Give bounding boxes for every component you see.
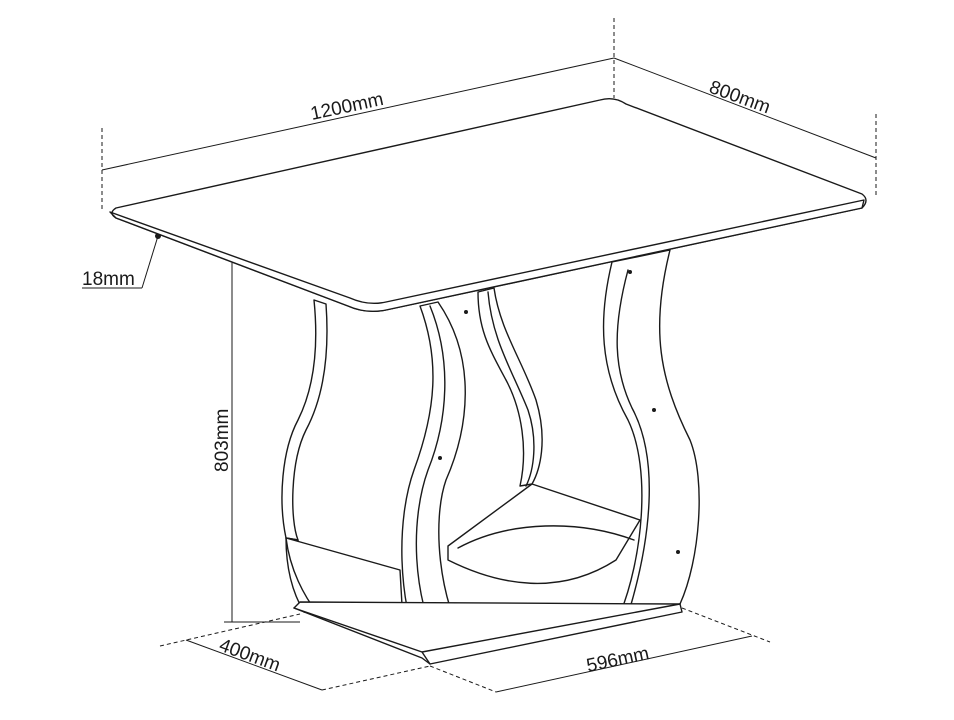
front-leg — [401, 301, 469, 653]
dimension-line-596 — [495, 635, 753, 693]
rear-leg-center — [477, 287, 543, 487]
label-1200mm: 1200mm — [309, 89, 386, 125]
rear-leg-right — [602, 249, 700, 615]
label-803mm: 803mm — [212, 409, 233, 472]
dimension-18-group: 18mm — [82, 233, 161, 290]
shelf — [447, 483, 641, 585]
label-596mm: 596mm — [585, 643, 651, 677]
dimension-803-group: 803mm — [212, 258, 300, 623]
table-top — [109, 97, 867, 313]
base-plate — [293, 601, 683, 665]
leader-18 — [141, 235, 159, 289]
label-400mm: 400mm — [216, 635, 283, 676]
label-18mm: 18mm — [82, 269, 135, 290]
dimension-line-800 — [613, 57, 877, 159]
dimension-line-1200 — [101, 57, 615, 171]
dimension-line-400 — [185, 639, 323, 691]
label-800mm: 800mm — [706, 77, 773, 118]
